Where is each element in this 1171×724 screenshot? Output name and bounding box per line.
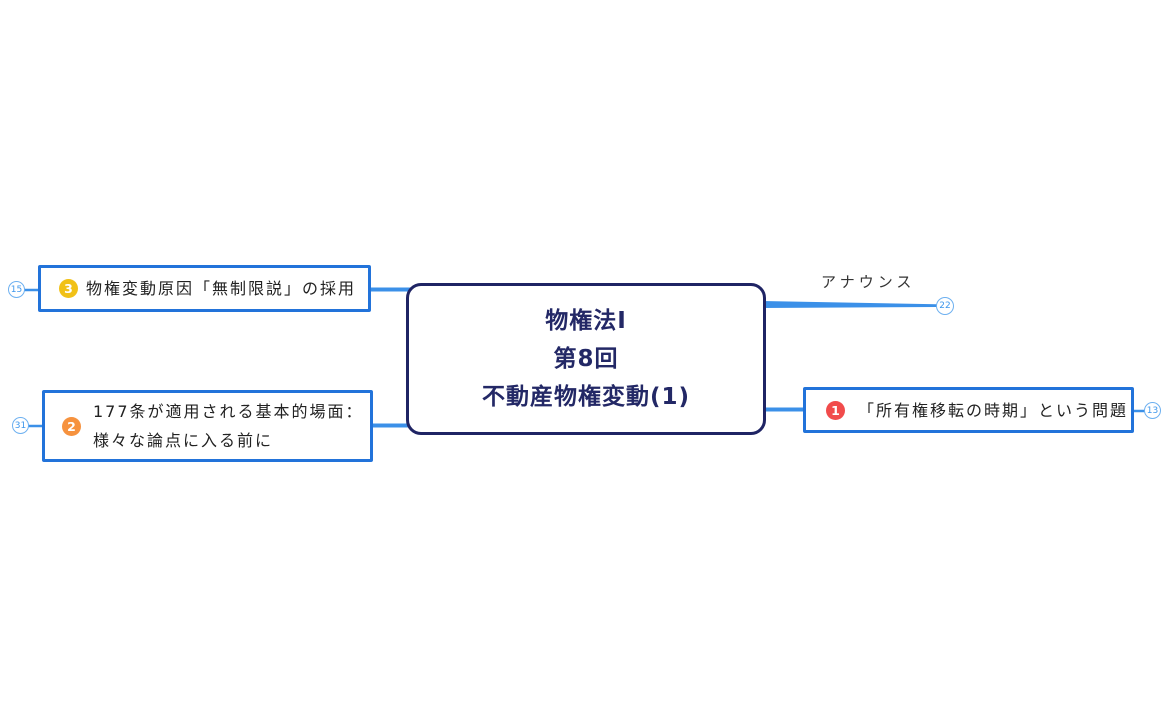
branch-node-priority1[interactable]: 1 「所有権移転の時期」という問題: [803, 387, 1134, 433]
collapsed-count-badge[interactable]: 13: [1144, 402, 1161, 419]
branch-label: 「所有権移転の時期」という問題: [858, 400, 1129, 420]
priority-2-icon[interactable]: 2: [62, 416, 81, 436]
root-title-line-1: 物権法Ⅰ: [545, 308, 627, 334]
root-topic-node[interactable]: 物権法Ⅰ 第8回 不動産物権変動(1): [406, 283, 766, 435]
branch-label: 177条が適用される基本的場面： 様々な論点に入る前に: [93, 402, 364, 450]
root-title-line-3: 不動産物権変動(1): [481, 384, 691, 410]
branch-node-priority3[interactable]: 3 物権変動原因「無制限説」の採用: [38, 265, 371, 312]
branch-node-priority2[interactable]: 2 177条が適用される基本的場面： 様々な論点に入る前に: [42, 390, 373, 462]
priority-1-icon[interactable]: 1: [826, 400, 845, 420]
branch-node-announce[interactable]: アナウンス: [821, 273, 916, 291]
root-title-line-2: 第8回: [553, 346, 619, 372]
connector-branch-announce: [762, 301, 937, 308]
collapsed-count-badge[interactable]: 31: [12, 417, 29, 434]
priority-3-icon[interactable]: 3: [59, 279, 78, 298]
collapsed-count-badge[interactable]: 15: [8, 281, 25, 298]
collapsed-count-badge[interactable]: 22: [936, 297, 954, 315]
branch-label: 物権変動原因「無制限説」の採用: [86, 279, 357, 298]
